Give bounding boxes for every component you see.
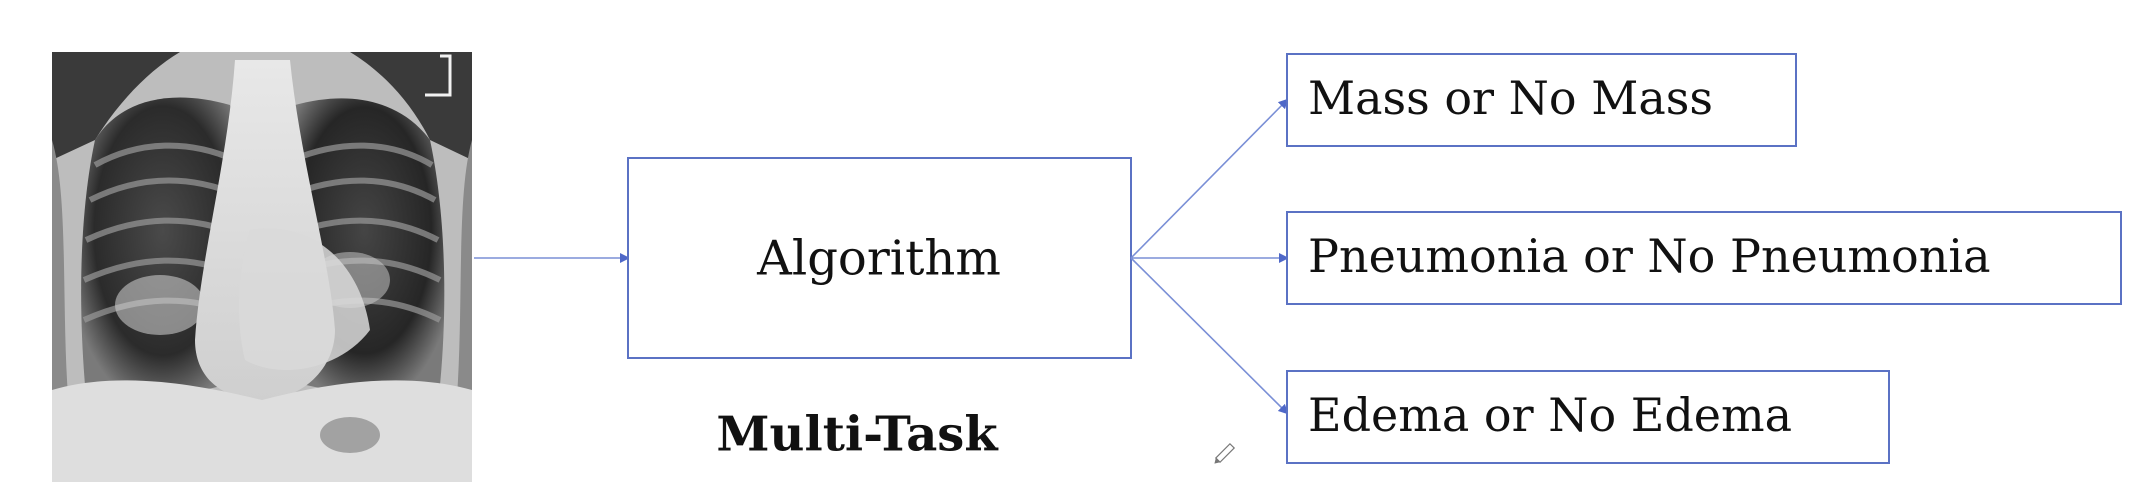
output-box-pneumonia: Pneumonia or No Pneumonia — [1286, 211, 2122, 305]
chest-xray-image — [52, 52, 472, 482]
pen-cursor-icon — [1214, 442, 1236, 464]
output-label-edema: Edema or No Edema — [1308, 388, 1792, 442]
output-label-pneumonia: Pneumonia or No Pneumonia — [1308, 229, 1991, 283]
output-arrow-mass — [1130, 98, 1289, 259]
output-box-mass: Mass or No Mass — [1286, 53, 1797, 147]
algorithm-label: Algorithm — [756, 231, 1001, 287]
output-box-edema: Edema or No Edema — [1286, 370, 1890, 464]
algorithm-box: Algorithm — [627, 157, 1132, 359]
output-arrow-edema — [1130, 257, 1289, 415]
multi-task-caption: Multi-Task — [716, 407, 999, 463]
output-label-mass: Mass or No Mass — [1308, 71, 1713, 125]
